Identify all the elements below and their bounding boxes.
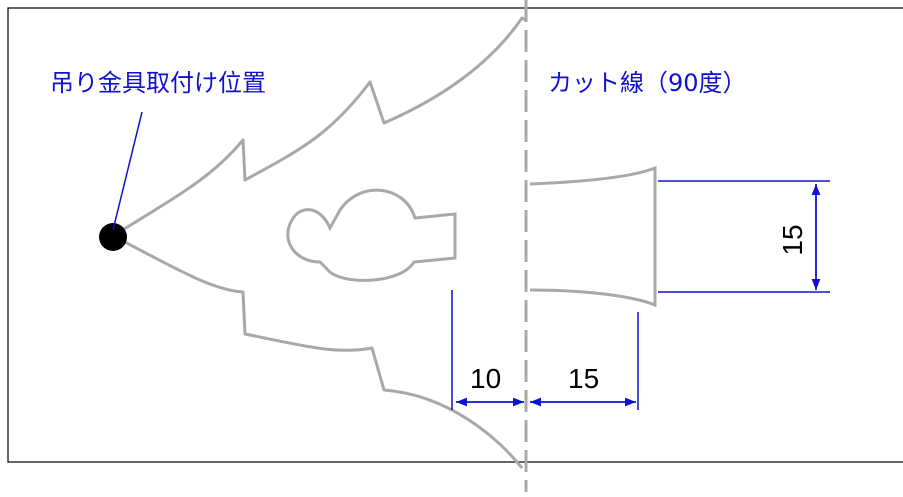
dim-15v-label: 15 [777,224,808,255]
hanger-position-label: 吊り金具取付け位置 [50,69,266,97]
hanger-point [99,223,127,251]
tab-outline [529,165,657,308]
snowman-outline [286,188,457,282]
hanger-leader-line [112,111,143,231]
paper-border [7,7,903,463]
cut-line-label: カット線（90度） [548,69,747,97]
dim-10-label: 10 [470,363,501,394]
tree-outline [112,16,527,469]
dim-15h-label: 15 [568,363,599,394]
